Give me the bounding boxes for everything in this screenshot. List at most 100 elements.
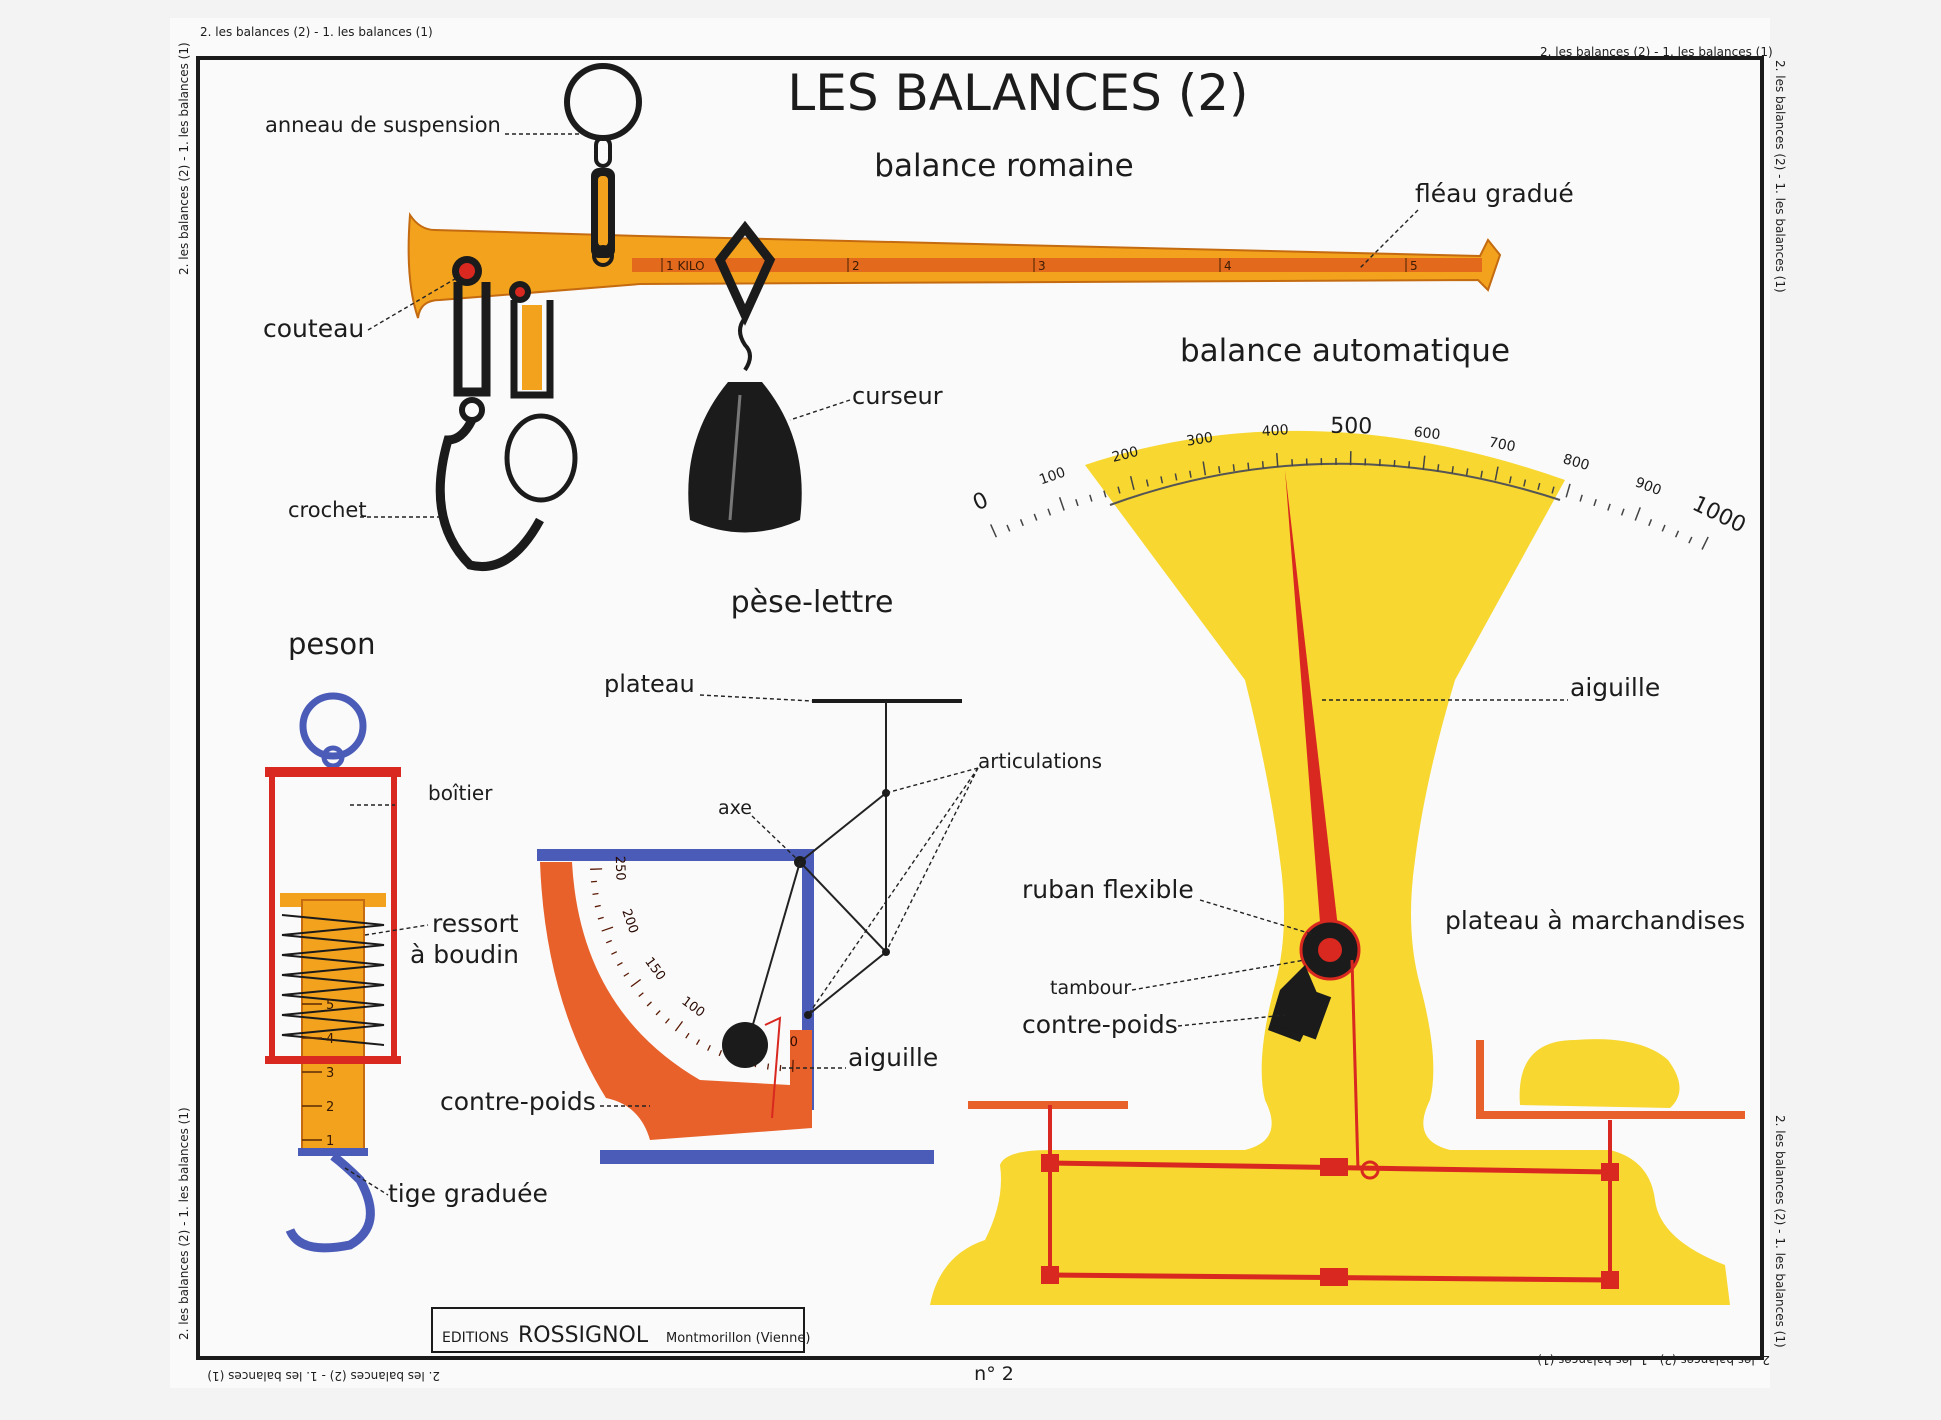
pese-lettre-scale-quadrant bbox=[540, 862, 812, 1140]
hanger-slot bbox=[598, 176, 608, 246]
dial-tick bbox=[1494, 466, 1499, 481]
dial-tick-label: 500 bbox=[1330, 414, 1372, 440]
dial-tick bbox=[1620, 508, 1625, 516]
dial-tick-label: 400 bbox=[1261, 422, 1289, 440]
curseur-chain bbox=[738, 316, 752, 372]
curseur-rider-icon bbox=[714, 220, 776, 326]
label-anneau-de-suspension: anneau de suspension bbox=[265, 113, 501, 137]
peson-boitier-case bbox=[269, 777, 397, 1058]
ring-hanger-fill bbox=[522, 305, 542, 390]
dial-tick bbox=[1129, 476, 1135, 490]
edge-text-right-lower: 2. les balances (2) - 1. les balances (1… bbox=[1773, 1115, 1787, 1348]
linkage-joint-4 bbox=[1601, 1271, 1619, 1289]
pese-lettre-tick bbox=[779, 1065, 782, 1072]
crochet-hook-icon bbox=[435, 417, 544, 571]
pese-lettre-diagram: pèse-lettre 250200150100500 plateau arti… bbox=[440, 585, 1102, 1164]
ring-hanger bbox=[510, 300, 554, 399]
dial-tick bbox=[1189, 470, 1192, 478]
couteau-pivot-center bbox=[459, 263, 475, 279]
merchandise-icon bbox=[1519, 1039, 1680, 1108]
publisher-box bbox=[431, 1307, 805, 1353]
articulation-1 bbox=[882, 789, 890, 797]
poster-frame bbox=[196, 56, 1764, 1360]
dial-tick bbox=[1579, 494, 1583, 502]
pese-lettre-tick bbox=[611, 951, 618, 955]
suspension-ring-lower-icon bbox=[504, 413, 578, 503]
weight-highlight bbox=[728, 394, 742, 521]
publisher-place: Montmorillon (Vienne) bbox=[666, 1331, 810, 1346]
dial-tick bbox=[1047, 508, 1052, 516]
dial-tick bbox=[1202, 461, 1207, 476]
pese-lettre-tick-label: 0 bbox=[789, 1035, 798, 1050]
beam-scale-strip bbox=[632, 258, 1482, 272]
aiguille-needle-icon bbox=[1285, 470, 1340, 948]
pese-lettre-tick bbox=[655, 1010, 661, 1016]
dial-tick-label: 800 bbox=[1561, 451, 1591, 474]
beam-tick-label: 4 bbox=[1224, 259, 1232, 273]
pese-lettre-tick bbox=[718, 1050, 723, 1057]
pese-lettre-tick bbox=[630, 978, 642, 988]
contre-poids-ball-icon bbox=[722, 1022, 768, 1068]
dial-tick-label: 700 bbox=[1488, 435, 1517, 456]
label-tige-graduee: tige graduée bbox=[388, 1179, 548, 1208]
linkage-joint-3 bbox=[1601, 1163, 1619, 1181]
label-contre-poids-pese-lettre: contre-poids bbox=[440, 1087, 596, 1116]
label-contre-poids-automatique: contre-poids bbox=[1022, 1010, 1178, 1039]
dial-tick bbox=[1019, 519, 1024, 527]
pese-lettre-tick bbox=[707, 1044, 711, 1051]
linkage-joint-1 bbox=[1041, 1154, 1059, 1172]
label-fleau-gradue: fléau gradué bbox=[1415, 179, 1574, 208]
pese-lettre-tick bbox=[766, 1063, 770, 1070]
ressort-a-boudin-spring-icon bbox=[281, 914, 385, 1046]
label-ressort-1: ressort bbox=[432, 909, 519, 938]
dial-tick bbox=[1551, 486, 1555, 494]
peson-tick-label: 1 bbox=[326, 1134, 334, 1149]
ruban-flexible-strip bbox=[1350, 959, 1360, 1171]
dial-tick bbox=[1058, 497, 1065, 511]
dial-tick bbox=[1607, 503, 1611, 511]
pese-lettre-tick bbox=[590, 880, 597, 883]
plateau-marchandises-tray bbox=[1476, 1040, 1745, 1119]
leader-axe bbox=[751, 815, 799, 861]
dial-tick bbox=[1437, 464, 1440, 472]
balance-romaine-heading: balance romaine bbox=[874, 148, 1133, 184]
dial-tick bbox=[1688, 536, 1693, 544]
linkage-joint-5 bbox=[1320, 1158, 1348, 1176]
dial-tick bbox=[1006, 524, 1011, 532]
pese-lettre-tick bbox=[674, 1020, 684, 1032]
leader-curseur bbox=[789, 399, 851, 421]
leader-articulations bbox=[807, 767, 979, 1016]
peson-bottom-cap bbox=[265, 1056, 401, 1064]
label-couteau: couteau bbox=[263, 314, 364, 343]
pese-lettre-tick bbox=[623, 972, 630, 977]
beam-tick-label: 1 KILO bbox=[666, 259, 705, 273]
pese-lettre-base bbox=[600, 1150, 934, 1164]
tambour-drum-center bbox=[1318, 938, 1342, 962]
dial-tick bbox=[1089, 494, 1093, 502]
pese-lettre-tick bbox=[685, 1032, 690, 1039]
peson-ring-link bbox=[321, 745, 345, 769]
articulation-3 bbox=[804, 1011, 812, 1019]
dial-tick bbox=[1276, 453, 1279, 468]
dial-tick bbox=[1408, 461, 1411, 469]
peson-hook-icon bbox=[285, 1152, 375, 1253]
pese-lettre-pointer bbox=[764, 1016, 782, 1119]
dial-tick bbox=[1075, 498, 1079, 507]
dial-tick-label: 600 bbox=[1413, 424, 1441, 443]
beam-tick-label: 3 bbox=[1038, 259, 1046, 273]
dial-tick bbox=[1508, 476, 1512, 484]
pese-lettre-linkage bbox=[798, 792, 888, 1016]
dial-tick bbox=[1480, 470, 1483, 478]
dial-tick-label: 200 bbox=[1110, 444, 1140, 466]
dial-tick bbox=[1523, 479, 1527, 487]
linkage-joint-2 bbox=[1041, 1266, 1059, 1284]
edge-text-bottom-right: 2. les balances (2) - 1. les balances (1… bbox=[1537, 1353, 1770, 1367]
pese-lettre-tick bbox=[594, 904, 601, 908]
pese-lettre-tick bbox=[605, 939, 612, 944]
ring-pivot-center bbox=[515, 287, 525, 297]
label-articulations: articulations bbox=[978, 749, 1102, 773]
publisher-editions: EDITIONS bbox=[442, 1330, 509, 1346]
dial-tick bbox=[1117, 486, 1121, 494]
dial-tick bbox=[989, 524, 998, 538]
